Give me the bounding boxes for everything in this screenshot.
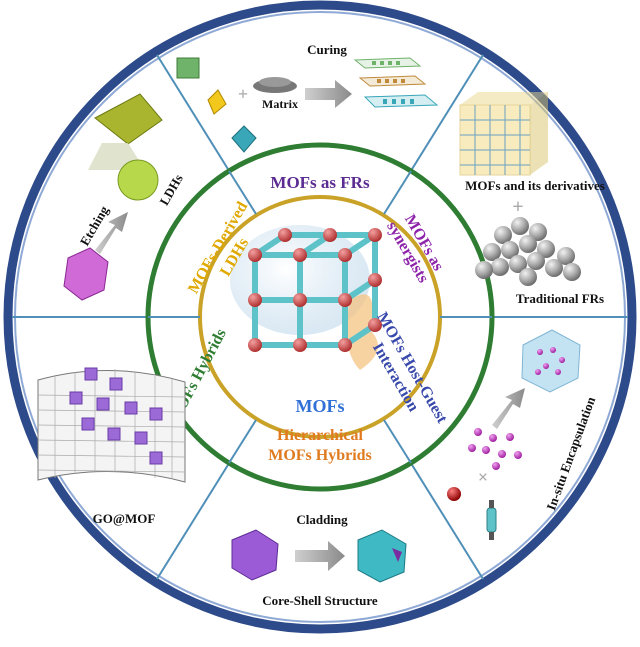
yellow-crystal-icon xyxy=(207,89,227,115)
cured-composite-strips xyxy=(353,57,439,108)
plus-icon-synergist: + xyxy=(512,196,523,218)
center-label: MOFs xyxy=(296,396,345,416)
label-mofs-as-frs: MOFs as FRs xyxy=(270,173,370,192)
etching-arrow-icon xyxy=(95,212,128,254)
label-curing: Curing xyxy=(307,42,347,57)
etching-illustration xyxy=(63,93,163,301)
label-hierarchical-line1: Hierarchical xyxy=(277,427,363,444)
metal-ion-icon xyxy=(447,487,461,501)
mof-nodes xyxy=(248,228,382,352)
plus-icon-encapsulation: × xyxy=(478,467,488,487)
ldh-sphere-icon xyxy=(117,159,159,201)
green-cube-icon xyxy=(176,57,200,79)
label-go-mof: GO@MOF xyxy=(93,511,156,526)
go-mof-illustration xyxy=(37,367,186,483)
guest-in-cage xyxy=(535,347,565,375)
encapsulation-arrow-icon xyxy=(492,388,525,429)
host-cage-icon xyxy=(521,329,581,393)
ldh-flakes-icon xyxy=(94,93,163,145)
mof-cube-icon xyxy=(459,104,531,176)
core-shell-particle-icon xyxy=(357,529,407,583)
label-matrix: Matrix xyxy=(262,97,298,111)
guest-molecules xyxy=(468,428,522,470)
label-hierarchical-line2: MOFs Hybrids xyxy=(268,447,372,464)
traditional-fr-particles xyxy=(475,217,581,286)
linker-icon xyxy=(486,507,497,533)
label-mofs-derivatives: MOFs and its derivatives xyxy=(465,178,605,193)
teal-octahedron-icon xyxy=(231,125,257,153)
cladding-arrow-icon xyxy=(295,541,345,571)
label-core-shell: Core-Shell Structure xyxy=(262,593,378,608)
curing-arrow-icon xyxy=(305,80,352,108)
label-traditional-frs: Traditional FRs xyxy=(516,291,604,306)
core-shell-illustration xyxy=(231,529,407,583)
curing-illustration: + xyxy=(176,57,439,153)
label-hierarchical-mofs-hybrids: Hierarchical MOFs Hybrids xyxy=(268,427,372,464)
plus-icon: + xyxy=(238,84,248,104)
ring-dividers xyxy=(148,170,492,464)
encapsulation-illustration: × xyxy=(447,329,581,540)
zif-polyhedron-icon xyxy=(63,247,109,301)
synergist-illustration: + xyxy=(459,92,581,286)
core-polyhedron-icon xyxy=(231,529,279,581)
mof-crystals-on-go xyxy=(69,367,163,465)
center-mof-illustration xyxy=(230,225,382,370)
label-cladding: Cladding xyxy=(296,512,348,527)
